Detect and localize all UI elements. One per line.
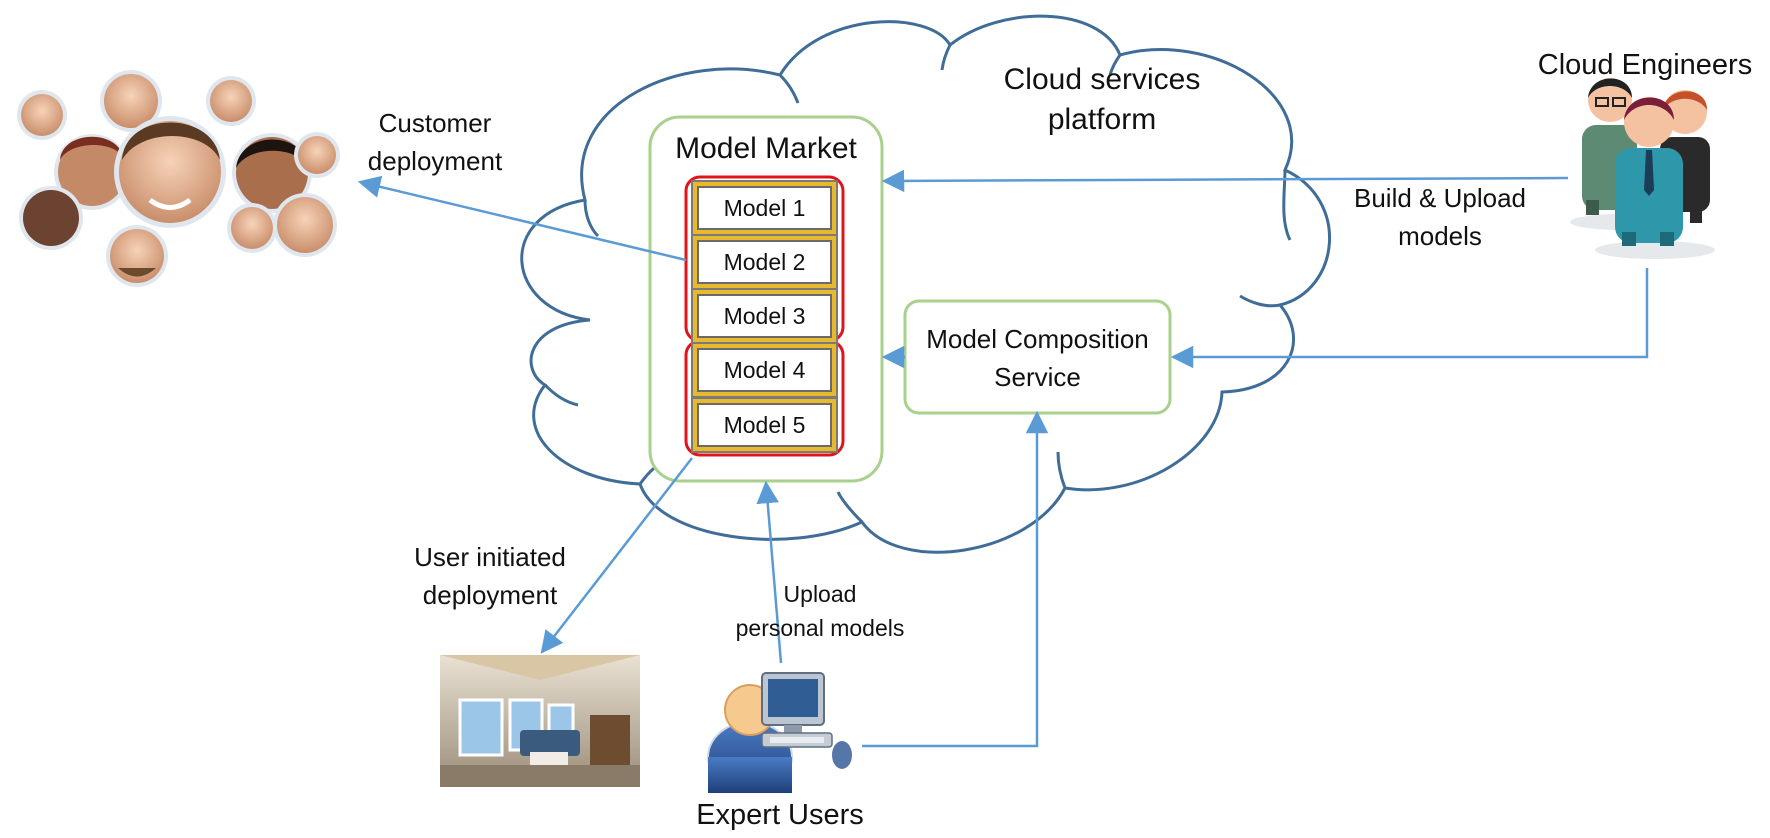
- customer-deployment-label-line1: Customer: [378, 108, 492, 138]
- model-composition-label-line1: Model Composition: [926, 324, 1149, 354]
- model-item-5: Model 5: [697, 403, 832, 447]
- arrow-build-upload: [881, 169, 1569, 193]
- upload-personal-label: Upload personal models: [710, 577, 930, 645]
- model-item-1: Model 1: [697, 186, 832, 230]
- model-composition-label: Model Composition Service: [905, 320, 1170, 396]
- customer-deployment-label: Customer deployment: [340, 104, 530, 180]
- upload-personal-label-line2: personal models: [735, 615, 905, 641]
- model-composition-label-line2: Service: [994, 362, 1081, 392]
- cloud-platform-label-line2: platform: [1047, 103, 1157, 136]
- arrow-user-deployment: [540, 457, 693, 654]
- expert-user-icon: [707, 672, 852, 793]
- customer-crowd-image: [17, 70, 340, 287]
- expert-users-label: Expert Users: [696, 799, 864, 831]
- model-item-4: Model 4: [697, 348, 832, 392]
- room-photo-image: [440, 655, 640, 787]
- user-deployment-label-line1: User initiated: [414, 542, 566, 572]
- cloud-platform-label: Cloud services platform: [972, 60, 1232, 140]
- user-deployment-label-line2: deployment: [422, 580, 558, 610]
- arrow-customer-deployment: [357, 175, 687, 262]
- cloud-platform-label-line1: Cloud services: [1003, 63, 1201, 96]
- cloud-engineers-label: Cloud Engineers: [1537, 49, 1753, 81]
- build-upload-label-line2: models: [1398, 221, 1482, 251]
- customer-deployment-label-line2: deployment: [367, 146, 503, 176]
- model-group-2: [684, 339, 845, 457]
- arrow-upload-personal: [756, 480, 783, 664]
- model-item-3: Model 3: [697, 294, 832, 338]
- upload-personal-label-line1: Upload: [783, 581, 857, 607]
- arrow-engineers-to-composition: [1170, 268, 1649, 369]
- arrow-expert-to-composition: [862, 410, 1049, 748]
- model-market-title: Model Market: [675, 132, 857, 165]
- cloud-engineers-image: [1570, 78, 1715, 259]
- build-upload-label: Build & Upload models: [1330, 179, 1550, 255]
- model-item-2: Model 2: [697, 240, 832, 284]
- build-upload-label-line1: Build & Upload: [1354, 183, 1526, 213]
- user-deployment-label: User initiated deployment: [390, 538, 590, 614]
